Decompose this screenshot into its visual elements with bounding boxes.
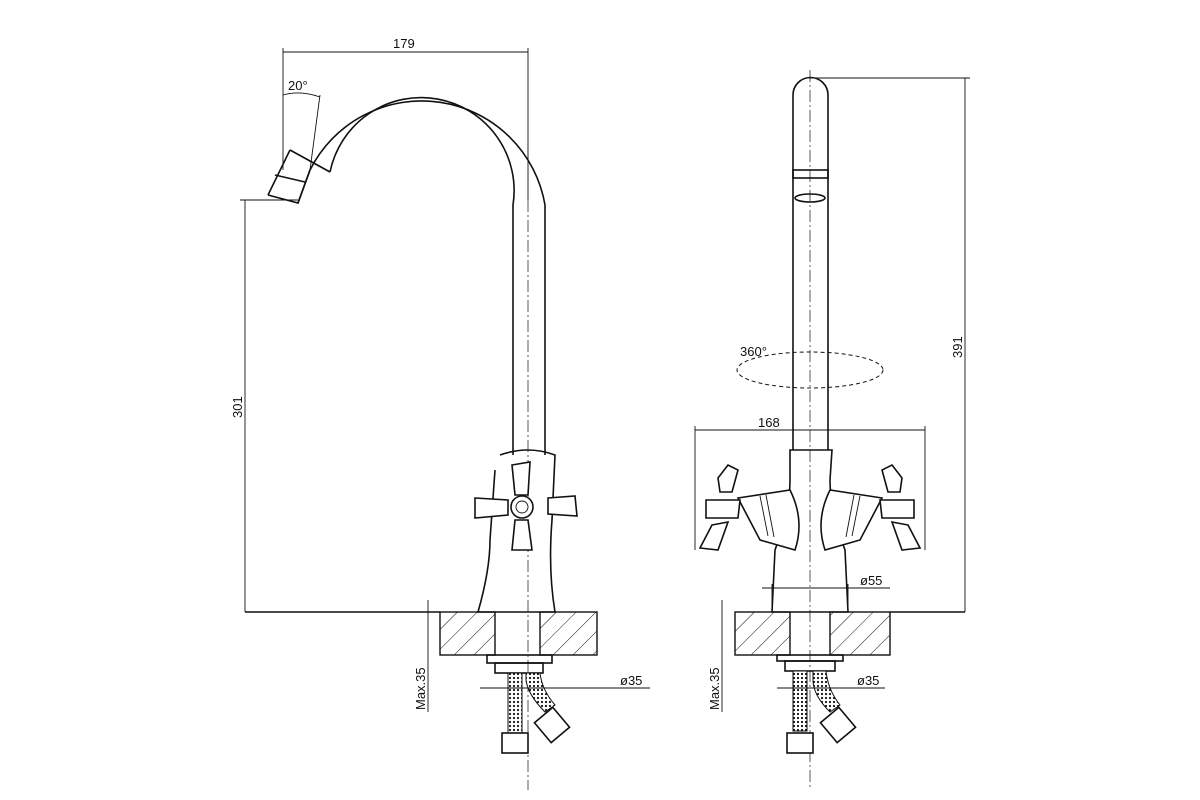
- dim-handle-span: 168: [758, 415, 780, 430]
- countertop-right: [539, 611, 598, 656]
- front-countertop-left: [734, 611, 791, 656]
- left-handle: [698, 463, 800, 551]
- front-view: 360° 391: [694, 70, 970, 790]
- cross-handle: [474, 461, 578, 551]
- side-view: 179 20° 301 Max.35 ø35: [230, 36, 650, 790]
- front-hose-left: [792, 670, 808, 732]
- right-handle: [820, 463, 922, 551]
- hose-right: [525, 672, 556, 713]
- dim-max-thickness-side: Max.35: [413, 667, 428, 710]
- dim-total-height: 391: [950, 336, 965, 358]
- spout-outer: [297, 100, 546, 455]
- dim-hole-front: ø35: [857, 673, 879, 688]
- dim-angle: 20°: [288, 78, 308, 93]
- dim-max-thickness-front: Max.35: [707, 667, 722, 710]
- front-countertop-right: [829, 611, 891, 656]
- dim-hole-side: ø35: [620, 673, 642, 688]
- countertop-left: [439, 611, 496, 656]
- mounting-nut: [486, 654, 553, 664]
- front-hose-right: [812, 670, 841, 713]
- hose-left: [507, 672, 523, 734]
- rotation-ellipse: [736, 351, 884, 389]
- dim-base-diameter: ø55: [860, 573, 882, 588]
- dim-spout-height: 301: [230, 396, 245, 418]
- hose-fitting-right: [533, 706, 571, 744]
- hose-fitting-left: [501, 732, 529, 754]
- spout-inner: [267, 96, 515, 455]
- faucet-body: [476, 449, 556, 613]
- front-pipe: [792, 76, 829, 450]
- dim-rotation: 360°: [740, 344, 767, 359]
- spout-tip: [267, 149, 331, 204]
- dim-reach: 179: [393, 36, 415, 51]
